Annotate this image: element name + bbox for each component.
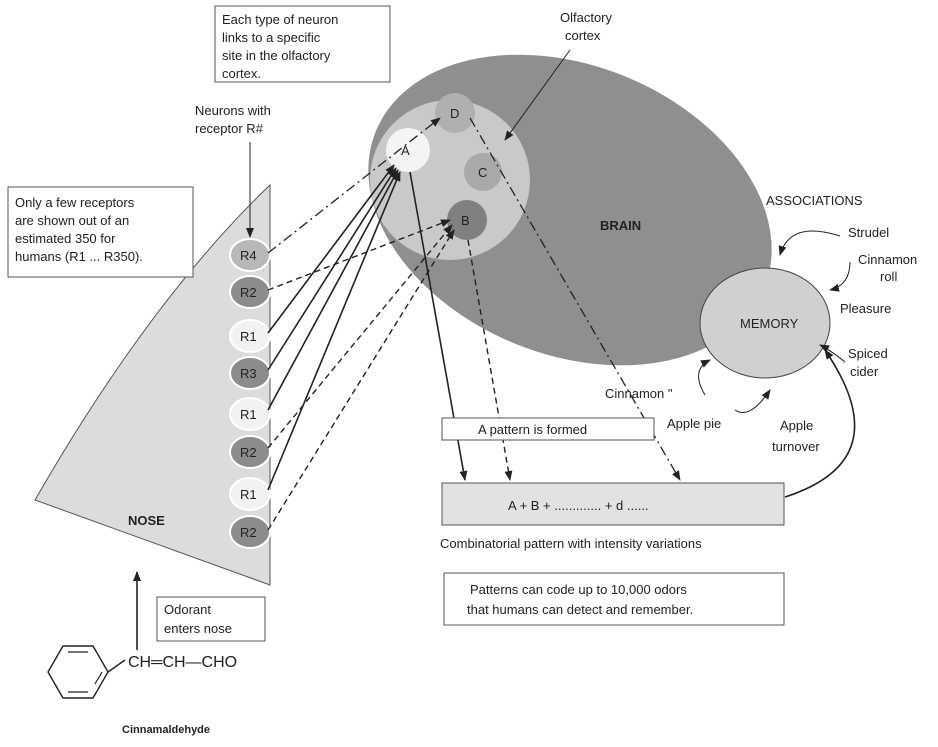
connection-r2-to-b [267,224,453,449]
receptor-r2 [229,275,271,309]
receptor-r2-label: R2 [240,525,257,540]
odorant-line-2: enters nose [164,621,232,636]
molecule-formula: CH═CH—CHO [128,654,237,671]
receptor-r1-label: R1 [240,407,257,422]
association-spiced: Spiced [848,346,888,361]
neuron-links-line-4: cortex. [222,66,261,81]
receptor-r4 [229,238,271,272]
site-b-circle [447,200,487,240]
association-arrow-cinnamon-roll [829,261,851,292]
association-cinnamon: Cinnamon [858,252,917,267]
pattern-caption: Combinatorial pattern with intensity var… [440,536,702,551]
memory-label: MEMORY [740,316,799,331]
connection-r1-to-a [267,164,395,334]
receptor-r2 [229,435,271,469]
pattern-formula-box [441,482,785,526]
receptor-r2 [229,515,271,549]
pattern-formed-label: A pattern is formed [478,422,587,437]
receptor-r1 [229,319,271,353]
olfactory-cortex-label-2: cortex [565,28,601,43]
olfactory-cortex-pointer [504,49,571,141]
receptor-r1-label: R1 [240,487,257,502]
neurons-receptor-label-1: Neurons with [195,103,271,118]
benzene-ring [47,645,126,699]
connection-r4-to-d [267,117,441,254]
connection-r3-to-a [267,167,397,371]
site-c-label: C [478,165,487,180]
neuron-links-line-3: site in the olfactory [222,48,331,63]
pattern-to-memory-arrow [784,349,856,498]
association-arrow-cinnamon [698,359,711,396]
receptors-note-line-3: estimated 350 for [15,231,116,246]
site-b-label: B [461,213,470,228]
neurons-receptor-label-2: receptor R# [195,121,264,136]
site-d-label: D [450,106,459,121]
patterns-note-line-1: Patterns can code up to 10,000 odors [470,582,687,597]
receptors-note-line-2: are shown out of an [15,213,129,228]
site-a-circle [386,128,430,172]
neuron-links-line-2: links to a specific [222,30,321,45]
connection-r1-to-a [267,171,401,491]
association-arrow-spiced-cider [819,344,846,363]
molecule-name: Cinnamaldehyde [122,724,210,736]
site-c-circle [464,153,502,191]
receptor-r1 [229,477,271,511]
association-strudel: Strudel [848,225,889,240]
olfactory-cortex-label-1: Olfactory [560,10,613,25]
site-a-label: A [401,143,410,158]
neuron-links-box [214,5,391,83]
receptor-r1 [229,397,271,431]
receptor-r1-label: R1 [240,329,257,344]
association-cider: cider [850,364,879,379]
receptor-r4-label: R4 [240,248,257,263]
connection-r1-to-a [267,169,399,411]
odorant-box [156,596,266,642]
receptor-r3 [229,356,271,390]
pattern-formula: A + B + ............. + d ...... [508,498,649,513]
brain-label: BRAIN [600,218,641,233]
neuron-links-line-1: Each type of neuron [222,12,338,27]
neuron-connections [267,117,455,531]
site-d-circle [435,93,475,133]
association-turnover: turnover [772,439,820,454]
nose-shape [34,183,271,586]
association-apple: Apple [780,418,813,433]
odorant-line-1: Odorant [164,602,211,617]
memory-ellipse [699,267,831,379]
association-arrow-apple-pie [734,389,771,413]
association-roll: roll [880,269,897,284]
pattern-formed-box [441,417,655,441]
receptors-note-box [7,186,194,278]
association-apple-pie: Apple pie [667,416,721,431]
receptor-column: R4 R2 R1 R3 R1 R2 R1 R2 [229,238,271,549]
receptors-note-line-4: humans (R1 ... R350). [15,249,143,264]
association-cinnamon-quote: Cinnamon " [605,386,673,401]
connection-r2-to-b [267,219,451,291]
association-arrow-strudel [778,230,841,256]
association-pleasure: Pleasure [840,301,891,316]
receptor-r3-label: R3 [240,366,257,381]
receptor-r2-label: R2 [240,445,257,460]
receptor-r2-label: R2 [240,285,257,300]
associations-title: ASSOCIATIONS [766,193,863,208]
patterns-note-box [443,572,785,626]
patterns-note-line-2: that humans can detect and remember. [467,602,693,617]
receptors-note-line-1: Only a few receptors [15,195,135,210]
nose-label: NOSE [128,513,165,528]
connection-r2-to-b [267,229,455,531]
